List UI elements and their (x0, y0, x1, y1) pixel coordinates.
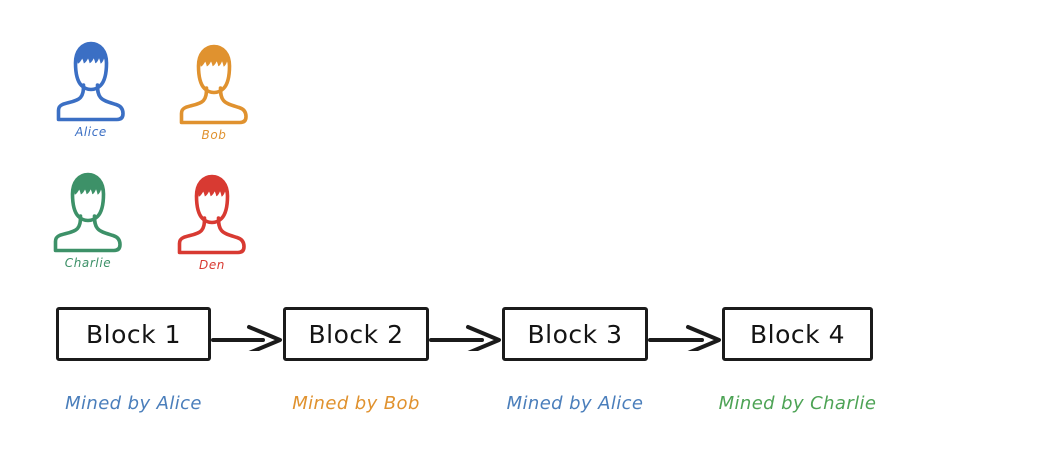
block-label-4: Block 4 (750, 319, 845, 349)
block-4[interactable]: Block 4 (722, 307, 873, 361)
block-3[interactable]: Block 3 (502, 307, 648, 361)
arrow-block1-to-block2 (211, 317, 283, 355)
block-label-3: Block 3 (527, 319, 623, 349)
block-caption-4: Mined by Charlie (718, 393, 877, 414)
person-avatar-icon (177, 174, 246, 255)
participant-alice: Alice (45, 35, 137, 139)
block-label-2: Block 2 (308, 319, 404, 349)
block-caption-1: Mined by Alice (65, 393, 202, 414)
arrow-block2-to-block3 (429, 317, 502, 355)
block-label-1: Block 1 (86, 319, 181, 349)
block-1[interactable]: Block 1 (56, 307, 211, 361)
block-2[interactable]: Block 2 (283, 307, 429, 361)
arrow-icon (429, 325, 501, 355)
participant-label-alice: Alice (75, 125, 107, 139)
participant-label-den: Den (198, 258, 226, 272)
person-avatar-icon (56, 41, 125, 122)
arrow-icon (211, 325, 282, 355)
arrow-icon (648, 325, 721, 355)
person-avatar-icon (179, 44, 248, 125)
participant-charlie: Charlie (42, 166, 134, 270)
participant-bob: Bob (168, 38, 260, 142)
participant-label-charlie: Charlie (64, 256, 112, 270)
person-avatar-icon (53, 172, 122, 253)
block-caption-2: Mined by Bob (292, 393, 420, 414)
arrow-block3-to-block4 (648, 317, 722, 355)
participant-label-bob: Bob (201, 128, 227, 142)
block-caption-3: Mined by Alice (506, 393, 644, 414)
participant-den: Den (166, 168, 258, 272)
